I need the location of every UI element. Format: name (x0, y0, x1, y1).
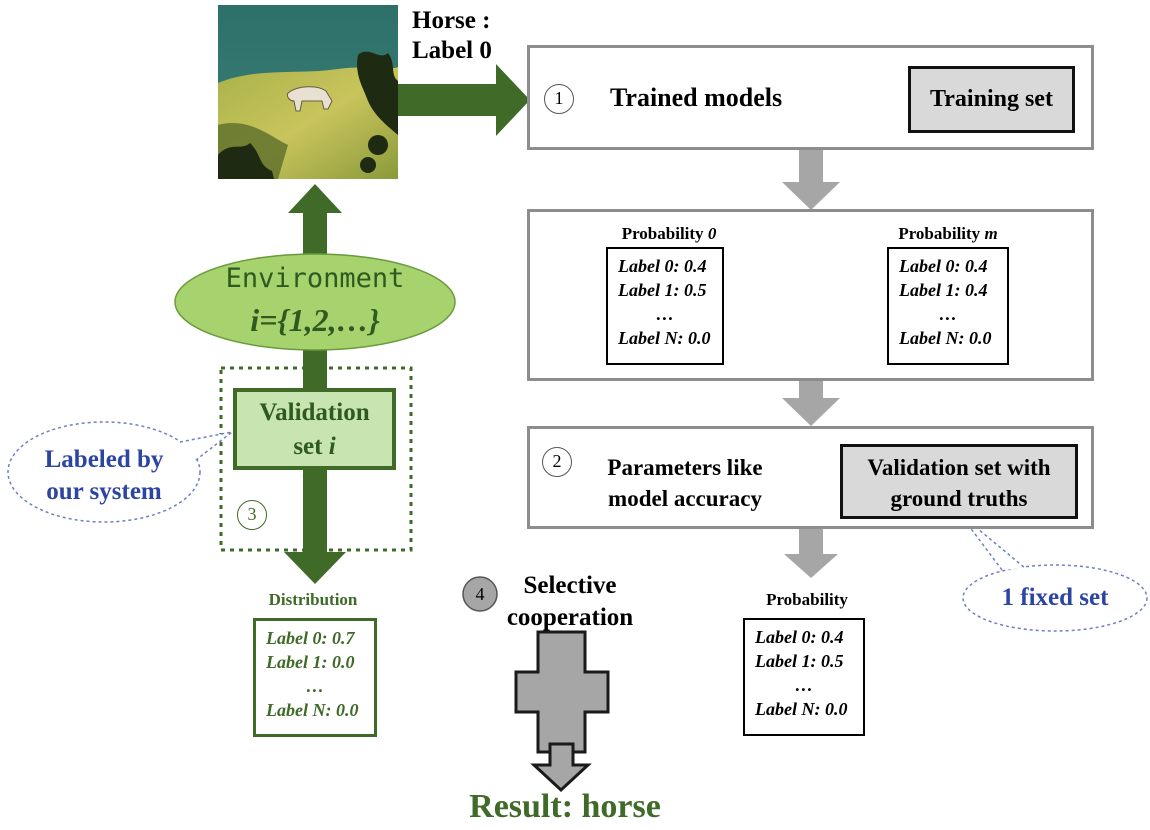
ground-truth-line2: ground truths (890, 486, 1028, 511)
distribution-row: Label N: 0.0 (266, 700, 359, 720)
environment-set-expression: i={1,2,…} (250, 302, 380, 338)
probability-m-title-var: m (984, 224, 998, 243)
probability-0-row: Label 0: 0.4 (618, 256, 707, 276)
arrow-environment-to-image (288, 184, 342, 262)
labeled-callout-line2: our system (46, 478, 162, 505)
probability-0-row: Label N: 0.0 (618, 328, 711, 348)
training-set-box: Training set (908, 66, 1075, 133)
probability-0-title-prefix: Probability (621, 224, 708, 243)
horse-grazing-photo-icon (218, 5, 398, 179)
output-probability-box: Label 0: 0.4 Label 1: 0.5 … Label N: 0.0 (743, 618, 865, 736)
probability-m-row: Label N: 0.0 (899, 328, 992, 348)
selective-cooperation-line1: Selective (523, 572, 617, 599)
probability-0-box: Label 0: 0.4 Label 1: 0.5 … Label N: 0.0 (606, 247, 724, 365)
probability-m-title-prefix: Probability (898, 224, 985, 243)
probability-m-row: Label 0: 0.4 (899, 256, 988, 276)
validation-set-line2-var: i (328, 433, 336, 460)
distribution-row: Label 1: 0.0 (266, 652, 355, 672)
input-label-line1: Horse : (412, 7, 491, 34)
validation-set-box: Validation set i (233, 388, 396, 470)
ground-truth-line1: Validation set with (867, 455, 1051, 480)
probability-0-row: … (656, 304, 674, 324)
result-label: Result: horse (469, 788, 661, 825)
probability-m-row: … (939, 304, 957, 324)
stage4-number-circle (462, 576, 498, 612)
horse-photo (218, 5, 398, 179)
stage1-number: 1 (544, 84, 574, 114)
probability-0-row: Label 1: 0.5 (618, 280, 707, 300)
selective-cooperation-title: Selective cooperation (490, 570, 650, 634)
arrow-validation-to-distribution (284, 470, 346, 584)
output-probability-title: Probability (766, 590, 848, 609)
distribution-title: Distribution (268, 590, 358, 609)
probability-m-title: Probability m (886, 224, 1010, 244)
probability-m-row: Label 1: 0.4 (899, 280, 988, 300)
fixed-set-callout-bubble (959, 513, 1148, 632)
stage4-number: 4 (475, 584, 485, 604)
ground-truth-validation-box: Validation set with ground truths (840, 444, 1078, 519)
labeled-callout-line1: Labeled by (44, 446, 164, 473)
validation-set-line2: set i (237, 430, 392, 464)
stage3-number: 3 (237, 500, 267, 530)
output-probability-row: Label 0: 0.4 (755, 627, 844, 647)
probability-m-box: Label 0: 0.4 Label 1: 0.4 … Label N: 0.0 (887, 247, 1009, 365)
output-probability-row: Label 1: 0.5 (755, 651, 844, 671)
trained-models-title: Trained models (610, 83, 783, 112)
output-probability-row: … (795, 675, 813, 695)
parameters-title-line1: Parameters like (607, 455, 763, 480)
probability-0-title-var: 0 (707, 224, 717, 243)
probability-0-title: Probability 0 (610, 224, 728, 244)
plus-icon (514, 630, 610, 754)
input-label: Horse : Label 0 (412, 6, 492, 66)
training-set-label: Training set (930, 86, 1053, 112)
selective-cooperation-line2: cooperation (506, 604, 634, 631)
distribution-box: Label 0: 0.7 Label 1: 0.0 … Label N: 0.0 (253, 618, 377, 737)
environment-title: Environment (225, 263, 405, 294)
parameters-title-line2: model accuracy (608, 486, 762, 511)
output-probability-row: Label N: 0.0 (755, 699, 848, 719)
arrow-image-to-models (398, 64, 530, 136)
arrow-models-to-probabilities (782, 150, 840, 210)
input-label-line2: Label 0 (412, 37, 492, 64)
distribution-row: Label 0: 0.7 (266, 628, 355, 648)
environment-ellipse (174, 253, 456, 351)
parameters-title: Parameters like model accuracy (585, 452, 785, 514)
distribution-row: … (306, 676, 324, 696)
stage3-dashed-region (219, 366, 413, 552)
arrow-parameters-to-output (784, 529, 838, 578)
stage2-number: 2 (542, 447, 572, 477)
arrow-to-result (530, 742, 592, 793)
fixed-set-callout: 1 fixed set (1001, 584, 1109, 611)
validation-set-line2-prefix: set (293, 433, 329, 460)
labeled-callout-bubble (7, 421, 233, 523)
validation-set-line1: Validation (259, 399, 370, 426)
labeled-callout: Labeled by our system (14, 444, 194, 508)
arrow-probabilities-to-parameters (782, 381, 840, 426)
